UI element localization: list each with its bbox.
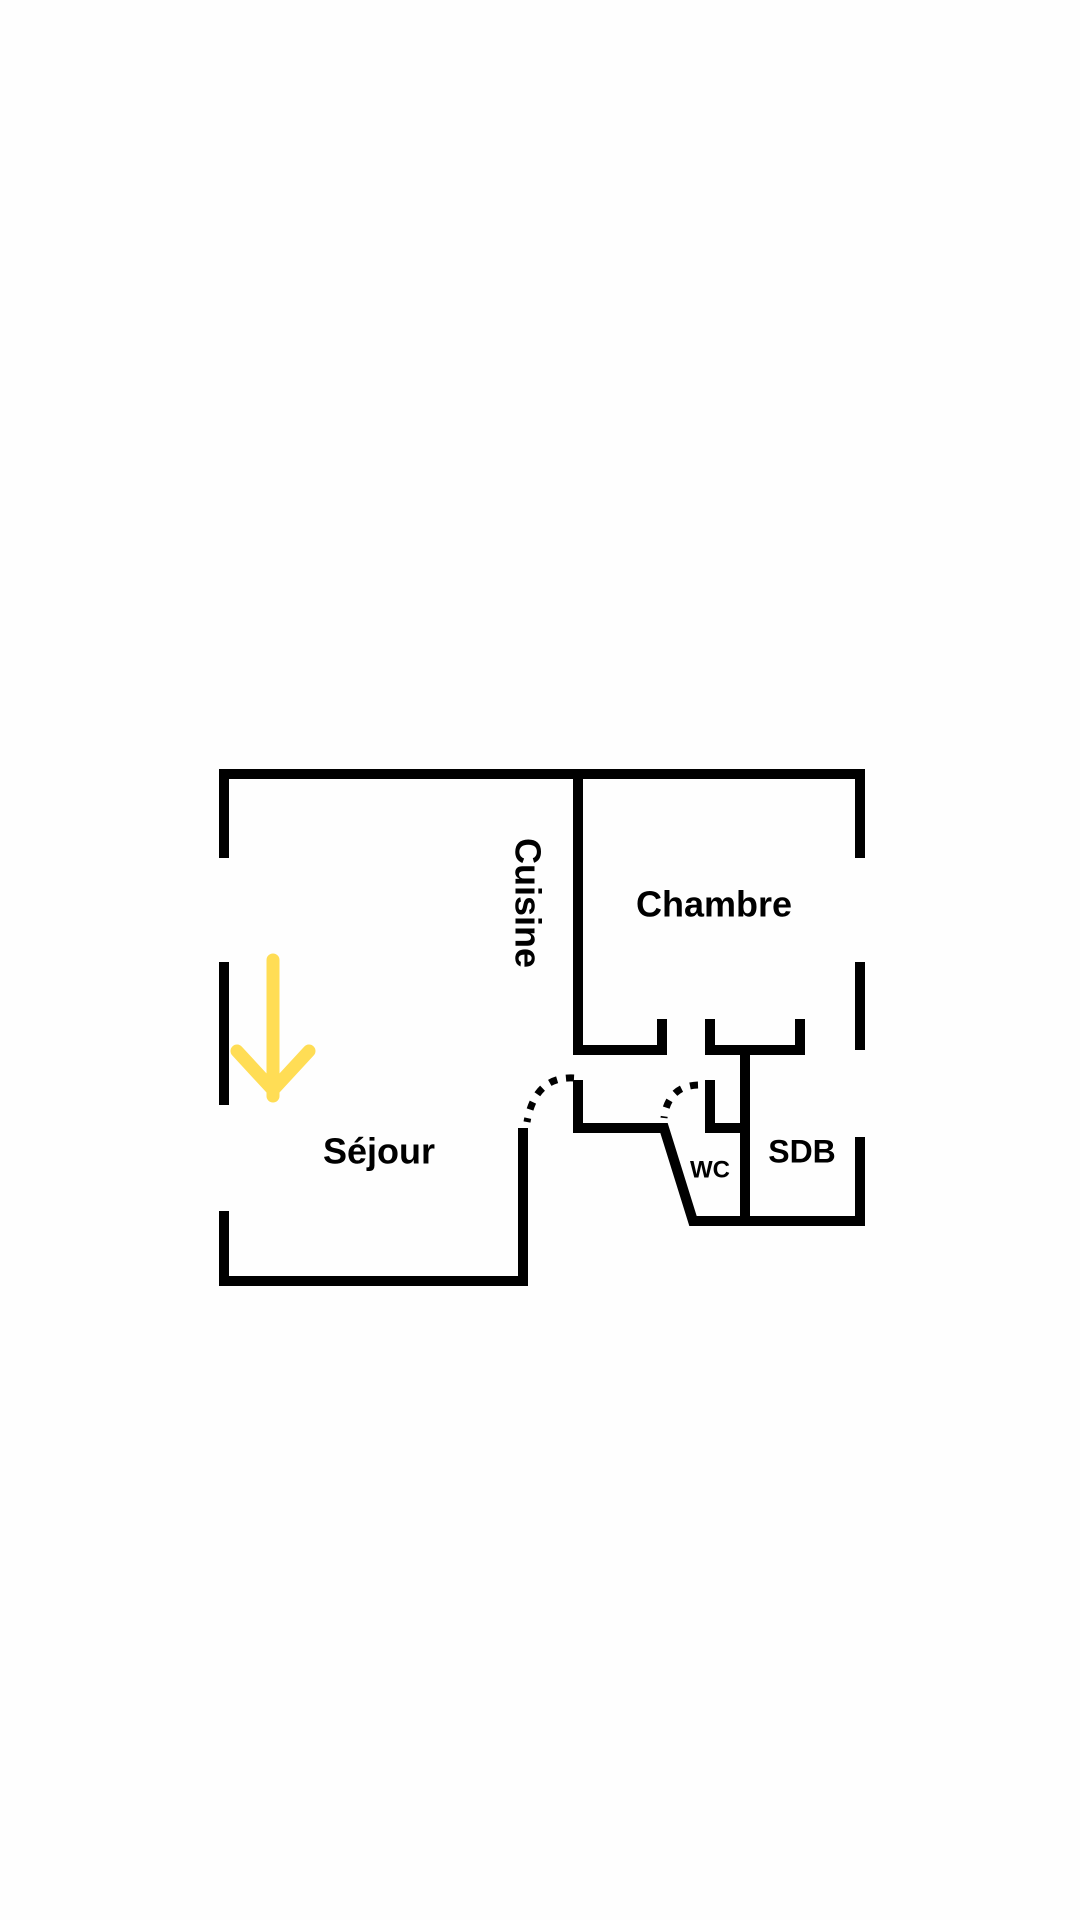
room-label-wc: WC: [690, 1156, 730, 1183]
room-label-cuisine: Cuisine: [507, 838, 548, 968]
chambre-bottom-right: [705, 1019, 805, 1055]
room-label-sejour: Séjour: [323, 1131, 435, 1172]
outer-wall-top: [219, 769, 865, 858]
door-swing-wc: [660, 1081, 699, 1119]
arrow-down-icon: [230, 953, 316, 1103]
room-label-chambre: Chambre: [636, 884, 792, 925]
room-label-sdb: SDB: [768, 1133, 836, 1169]
door-swing-sejour: [523, 1074, 575, 1123]
cuisine-chambre-divider: [573, 774, 667, 1055]
walls: [219, 769, 865, 1286]
corridor-wall: [573, 1080, 865, 1226]
wc-inner-wall: [705, 1080, 745, 1133]
sejour-wall-bottom: [219, 1128, 528, 1286]
